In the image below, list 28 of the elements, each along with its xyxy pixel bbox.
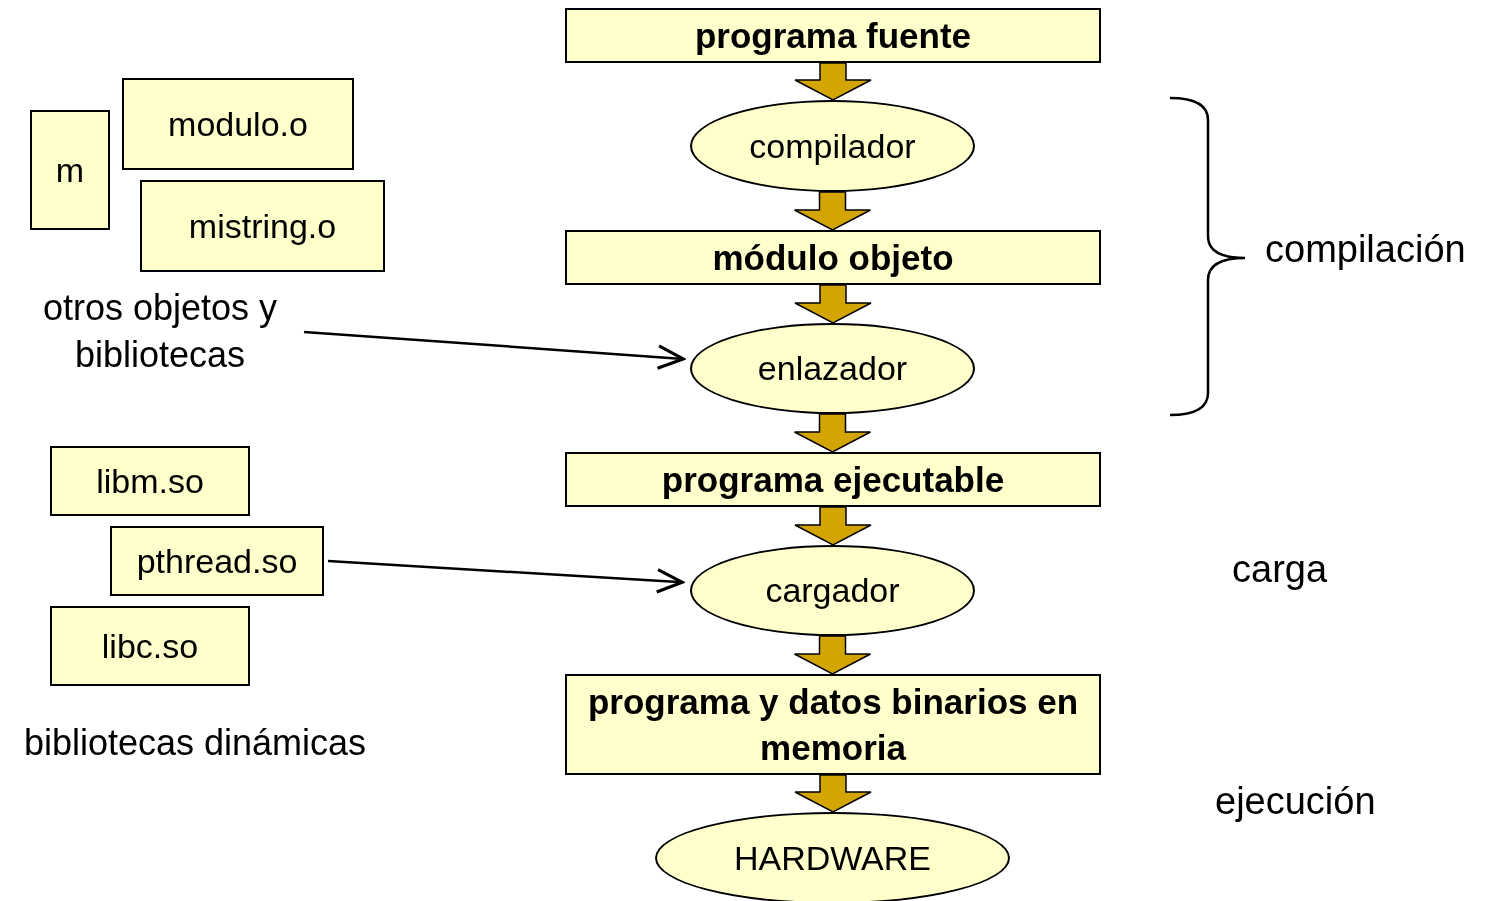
process-box: programa ejecutable bbox=[565, 452, 1101, 507]
block-arrow bbox=[793, 635, 872, 675]
process-box: programa fuente bbox=[565, 8, 1101, 63]
process-box: modulo.o bbox=[122, 78, 354, 170]
process-box: mistring.o bbox=[140, 180, 385, 272]
process-ellipse: enlazador bbox=[690, 323, 975, 414]
caption-text: bibliotecas dinámicas bbox=[5, 718, 385, 768]
block-arrow bbox=[794, 506, 872, 546]
block-arrow bbox=[794, 774, 872, 813]
process-box: libc.so bbox=[50, 606, 250, 686]
block-arrow bbox=[793, 413, 872, 453]
caption-text: otros objetos y bibliotecas bbox=[20, 282, 300, 382]
stage-label: compilación bbox=[1265, 228, 1466, 271]
process-ellipse: cargador bbox=[690, 545, 975, 636]
process-ellipse: compilador bbox=[690, 100, 975, 192]
process-ellipse: HARDWARE bbox=[655, 812, 1010, 901]
arrow bbox=[303, 330, 685, 370]
arrow bbox=[327, 559, 684, 594]
process-box: pthread.so bbox=[110, 526, 324, 596]
process-box: libm.so bbox=[50, 446, 250, 516]
stage-label: ejecución bbox=[1215, 780, 1376, 823]
process-box: módulo objeto bbox=[565, 230, 1101, 285]
block-arrow bbox=[793, 191, 872, 231]
stage-label: carga bbox=[1232, 548, 1328, 591]
process-box: programa y datos binarios en memoria bbox=[565, 674, 1101, 775]
process-box: m bbox=[30, 110, 110, 230]
block-arrow bbox=[794, 284, 872, 324]
block-arrow bbox=[794, 62, 872, 101]
